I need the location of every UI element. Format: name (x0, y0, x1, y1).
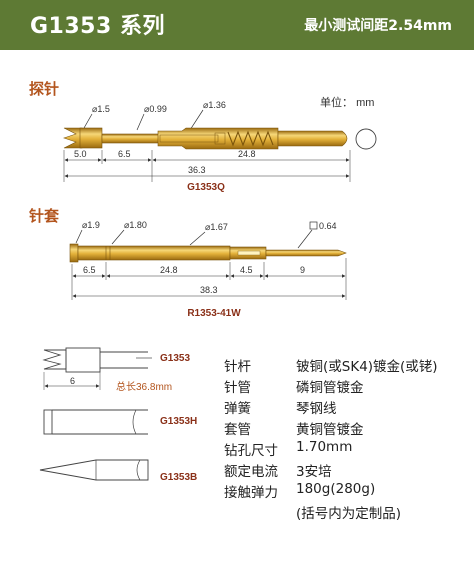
tip-length: 6 (70, 376, 75, 386)
sleeve-model: R1353-41W (187, 308, 241, 319)
spec-label: 弹簧 (224, 401, 251, 417)
spec-value: 铍铜(或SK4)镀金(或铑) (296, 359, 438, 375)
tip-label-2: G1353H (160, 416, 197, 427)
probe-head (79, 127, 103, 149)
sleeve-len-1: 6.5 (83, 265, 96, 275)
spec-value: 180g(280g) (296, 481, 376, 497)
sleeve-len-5: 38.3 (200, 285, 218, 295)
spec-label: 接触弹力 (224, 485, 278, 501)
sleeve-dia-3: ⌀1.67 (205, 222, 228, 232)
spec-value: 1.70mm (296, 439, 353, 455)
sleeve-len-3: 4.5 (240, 265, 253, 275)
crown-tip (63, 127, 83, 149)
sleeve-square-dim: 0.64 (319, 221, 337, 231)
tip-label-3: G1353B (160, 472, 197, 483)
tip-g1353h: G1353H (43, 409, 197, 435)
tip-total-length: 总长36.8mm (116, 380, 172, 393)
probe-dia-2: ⌀0.99 (144, 104, 167, 114)
probe-len-2: 6.5 (118, 149, 131, 159)
spec-label: 额定电流 (224, 464, 278, 480)
spec-value: 磷铜管镀金 (296, 380, 364, 396)
probe-end-view (355, 128, 377, 150)
spec-note: (括号内为定制品) (296, 506, 402, 522)
probe-plunger (101, 133, 161, 144)
sleeve-dia-1: ⌀1.9 (82, 220, 100, 230)
page-subtitle: 最小测试间距2.54mm (304, 18, 452, 34)
probe-drawing: ⌀1.5 ⌀0.99 ⌀1.36 单位： mm 5.0 6.5 (63, 95, 377, 193)
sleeve-len-2: 24.8 (160, 265, 178, 275)
tip-styles: G1353 6 总长36.8mm G1353H G1353B (39, 347, 197, 483)
probe-len-1: 5.0 (74, 149, 87, 159)
probe-len-4: 24.8 (238, 149, 256, 159)
probe-section-title: 探针 (29, 80, 60, 98)
spec-value: 3安培 (296, 464, 332, 480)
spec-label: 钻孔尺寸 (224, 443, 278, 459)
spec-label: 针管 (224, 380, 251, 396)
probe-len-3: 36.3 (188, 165, 206, 175)
spec-value: 琴钢线 (296, 401, 337, 417)
probe-dia-3: ⌀1.36 (203, 100, 226, 110)
sleeve-pin (265, 249, 347, 257)
spec-label: 针杆 (224, 359, 251, 375)
sleeve-section-title: 针套 (29, 207, 60, 225)
probe-dia-1: ⌀1.5 (92, 104, 110, 114)
sleeve-len-4: 9 (300, 265, 305, 275)
tip-g1353: G1353 6 总长36.8mm (42, 347, 190, 393)
tip-label-1: G1353 (160, 353, 190, 364)
probe-tail (277, 130, 348, 147)
sleeve-collar (69, 243, 79, 263)
unit-label: 单位： mm (320, 95, 374, 109)
sleeve-drawing: ⌀1.9 ⌀1.80 ⌀1.67 0.64 6.5 24.8 4.5 9 (69, 220, 347, 319)
probe-model: G1353Q (187, 182, 225, 193)
sleeve-body (77, 245, 231, 261)
spec-value: 黄铜管镀金 (296, 422, 364, 438)
spec-label: 套管 (224, 422, 251, 438)
page-title: G1353 系列 (30, 14, 165, 39)
probe-spring (227, 130, 274, 147)
header-banner: G1353 系列 最小测试间距2.54mm (0, 0, 474, 50)
tip-g1353b: G1353B (39, 459, 197, 483)
sleeve-dia-2: ⌀1.80 (124, 220, 147, 230)
square-icon (309, 221, 318, 230)
